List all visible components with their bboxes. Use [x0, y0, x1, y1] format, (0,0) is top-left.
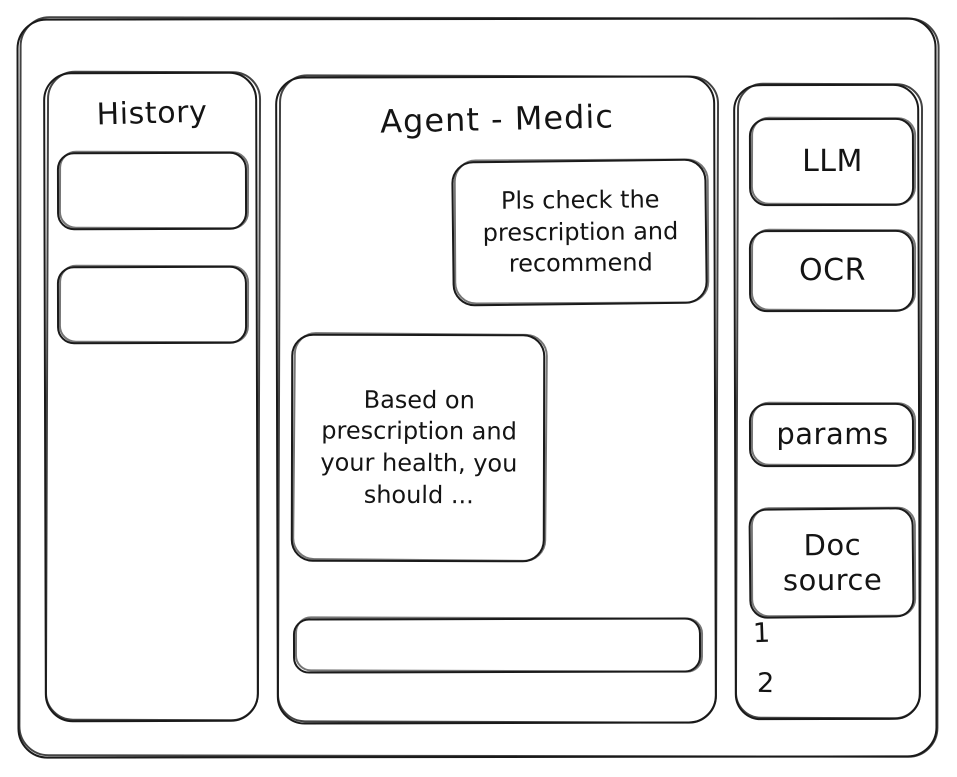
tool-button-llm-label: LLM — [802, 143, 863, 179]
assistant-message-text: Based on prescription and your health, y… — [320, 385, 518, 509]
user-message-bubble: Pls check the prescription and recommend — [452, 158, 709, 307]
doc-source-ref-1[interactable]: 1 — [752, 617, 771, 650]
tool-button-params[interactable]: params — [750, 403, 915, 467]
message-input[interactable] — [294, 618, 702, 673]
history-list-item[interactable] — [58, 152, 248, 230]
history-panel-title: History — [96, 94, 208, 133]
tool-button-llm[interactable]: LLM — [750, 118, 915, 206]
doc-source-ref-2[interactable]: 2 — [756, 667, 775, 700]
tool-button-doc-source[interactable]: Doc source — [749, 507, 916, 619]
message-input-value — [294, 618, 702, 646]
tool-button-doc-source-label: Doc source — [782, 527, 883, 598]
user-message-text: Pls check the prescription and recommend — [482, 185, 679, 278]
tool-button-ocr[interactable]: OCR — [750, 230, 915, 312]
history-list-item[interactable] — [58, 266, 248, 344]
tool-button-ocr-label: OCR — [799, 252, 866, 288]
tool-button-params-label: params — [776, 417, 889, 452]
assistant-message-bubble: Based on prescription and your health, y… — [291, 333, 547, 563]
